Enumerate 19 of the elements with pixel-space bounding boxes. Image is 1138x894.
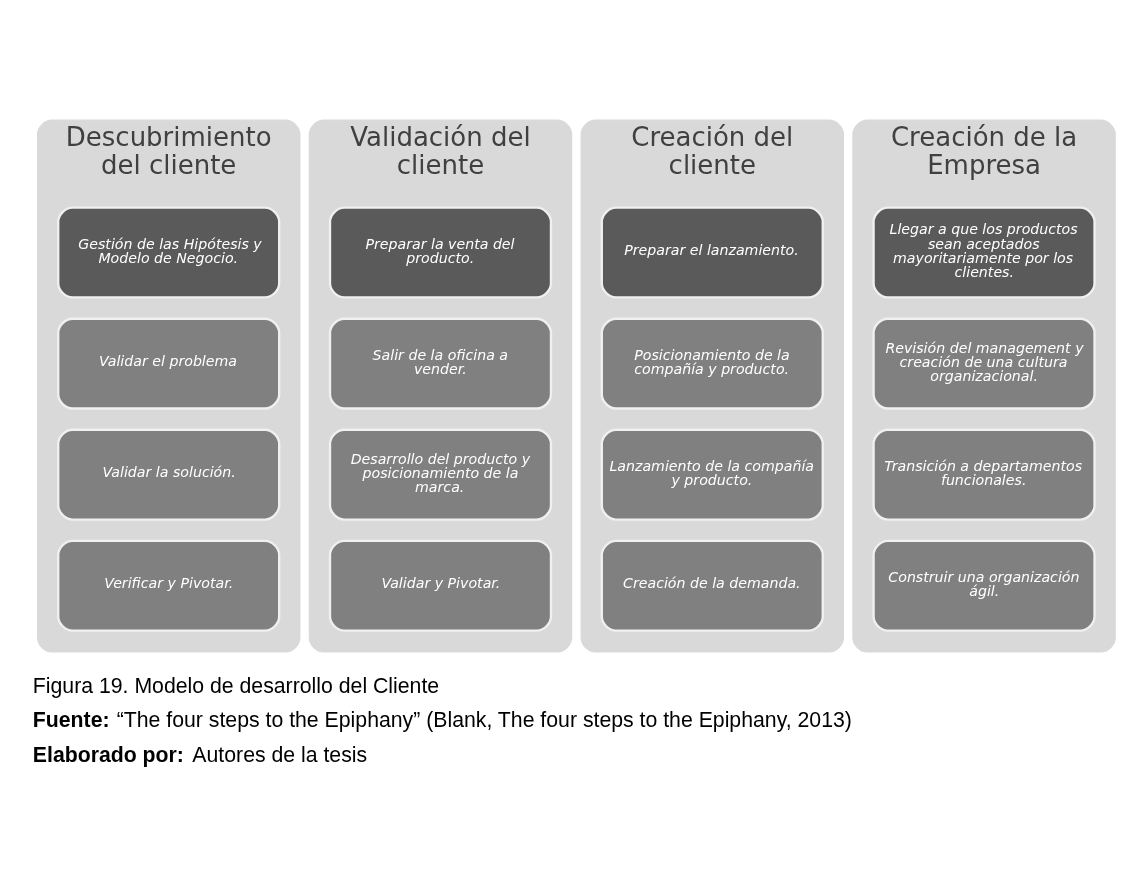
label: Figura 19. Modelo de desarrollo del Cliente [32, 673, 440, 698]
node-box: Transición a departamentos funcionales. [872, 428, 1096, 521]
node-box: Salir de la oficina a vender. [328, 317, 553, 410]
node-box: Verificar y Pivotar. [57, 539, 281, 632]
node-box: Validar el problema [57, 317, 281, 410]
node-box: Preparar el lanzamiento. [600, 205, 824, 299]
node-box: Creación de la demanda. [600, 539, 824, 632]
node-box: Construir una organización ágil. [872, 539, 1096, 632]
node-box: Posicionamiento de la compañía y producto. [600, 317, 824, 410]
node-box: Preparar la venta del producto. [328, 205, 553, 299]
node-box: Revisión del management y creación de una cultura organizacional. [872, 317, 1096, 410]
label: Fuente: “The four steps to the Epiphany” (Blank, The four steps to the Epiphany, 2013) [32, 707, 852, 732]
node-box: Gestión de las Hipótesis y Modelo de Negocio. [57, 205, 281, 299]
node-box: Desarrollo del producto y posicionamiento de la marca. [328, 428, 553, 521]
node-box: Lanzamiento de la compañía y producto. [600, 428, 824, 521]
label: Elaborado por: Autores de la tesis [32, 742, 368, 767]
node-box: Validar y Pivotar. [328, 539, 553, 632]
node-box: Llegar a que los productos sean aceptados mayoritariamente por los clientes. [872, 205, 1096, 299]
node-box: Validar la solución. [57, 428, 281, 521]
